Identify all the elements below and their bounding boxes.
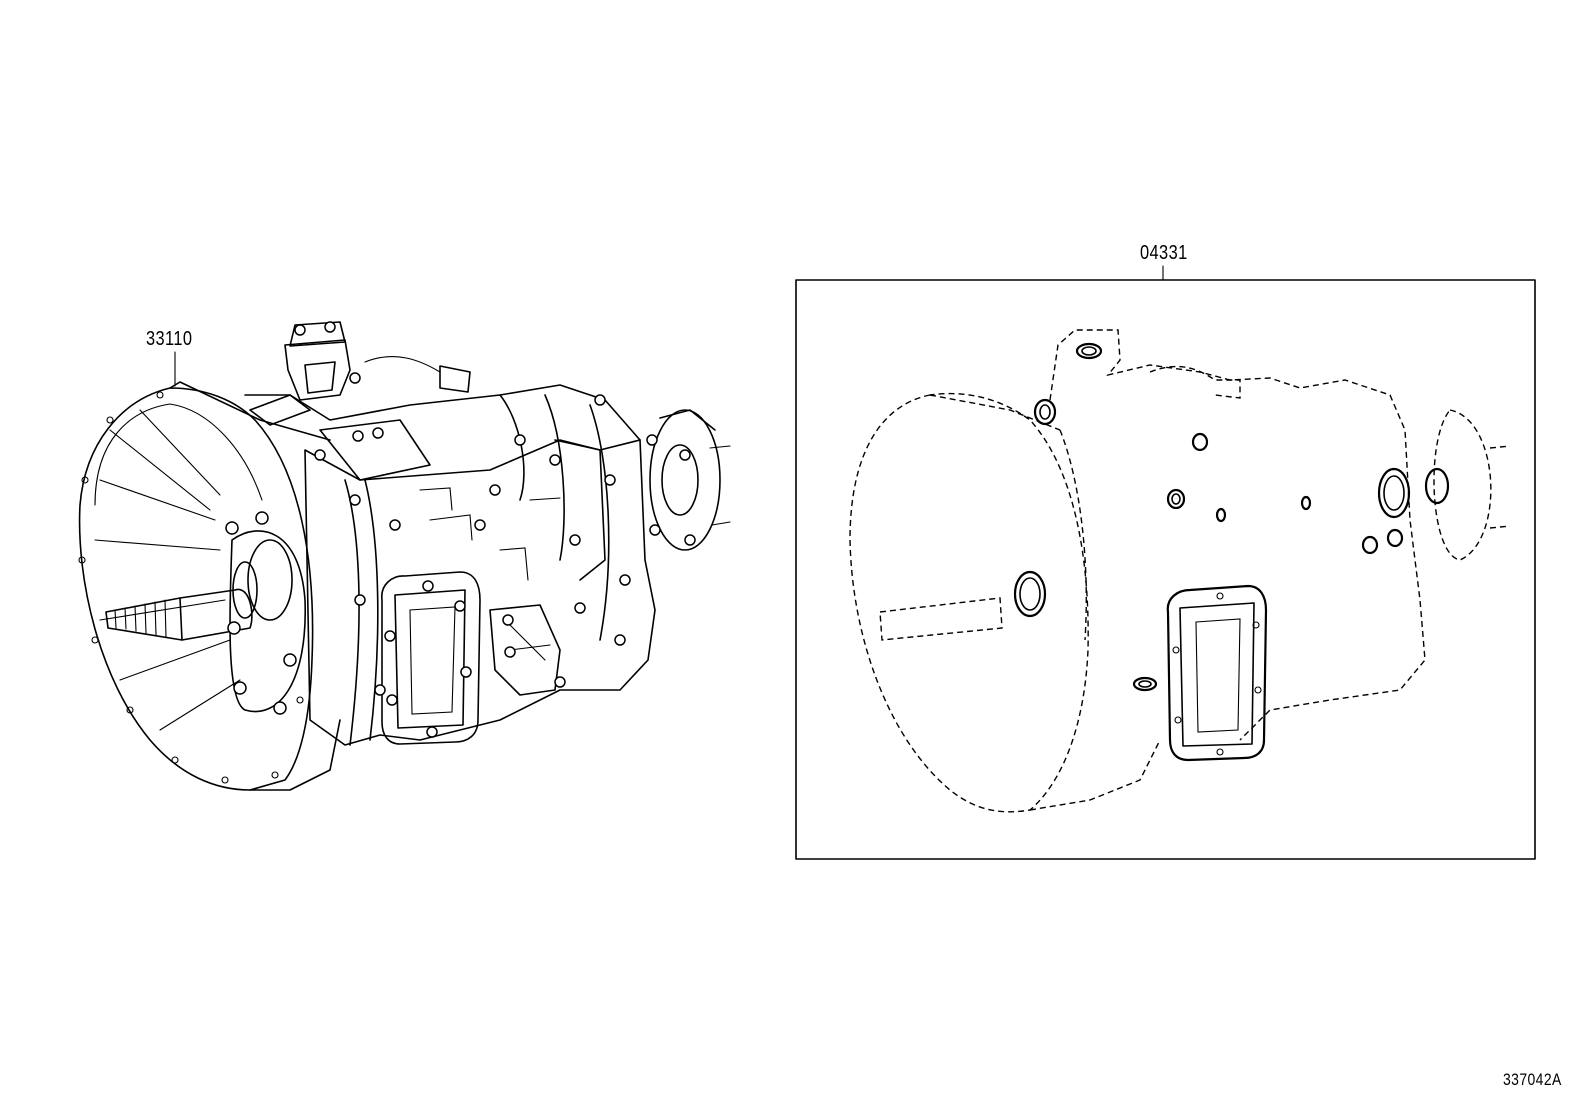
- phantom-bell-housing: [849, 392, 1089, 813]
- part-number-assembly[interactable]: 33110: [146, 328, 193, 350]
- gaskets-and-seals: [1013, 342, 1450, 692]
- bell-housing: [78, 387, 314, 791]
- pto-cover: [381, 571, 481, 745]
- figure-code: 337042A: [1503, 1070, 1562, 1089]
- pto-gasket: [1166, 584, 1268, 762]
- harness-connector: [364, 356, 471, 393]
- part-number-gasket-kit[interactable]: 04331: [1140, 242, 1188, 264]
- input-shaft: [105, 539, 293, 641]
- gasket-kit-drawing: [795, 265, 1536, 860]
- lower-cover: [489, 604, 566, 696]
- retainer-bolts: [225, 511, 297, 715]
- case-bolts: [314, 394, 631, 696]
- gasket-kit-frame: [795, 279, 1536, 860]
- transmission-assembly-drawing: [78, 321, 731, 791]
- shift-tower: [249, 321, 361, 426]
- flange-bolts: [78, 391, 304, 784]
- phantom-flange: [1433, 409, 1492, 561]
- phantom-case: [1049, 329, 1426, 741]
- output-flange: [646, 409, 731, 551]
- main-case: [304, 439, 656, 746]
- phantom-shaft: [879, 597, 1003, 641]
